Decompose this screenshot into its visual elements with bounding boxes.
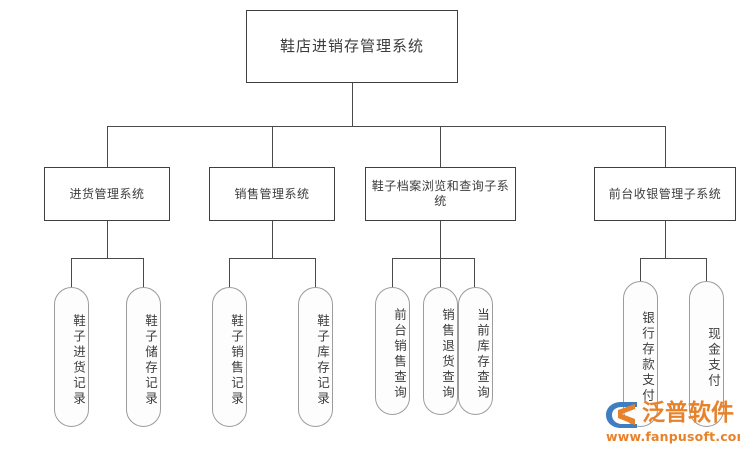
leaf-cash-payment[interactable]: 现金支付 (689, 281, 724, 427)
connector-drop-2 (272, 126, 273, 167)
connector-g1-drop-1 (71, 258, 72, 287)
connector-drop-1 (107, 126, 108, 167)
connector-root-stem (352, 83, 353, 126)
connector-g2-drop-1 (229, 258, 230, 287)
connector-g4-drop-2 (706, 258, 707, 281)
connector-g3-stem (440, 221, 441, 258)
connector-drop-4 (665, 126, 666, 167)
leaf-sales-return-query[interactable]: 销售退货查询 (423, 287, 458, 415)
connector-g3-drop-3 (474, 258, 475, 287)
leaf-front-desk-sales-query[interactable]: 前台销售查询 (375, 287, 410, 415)
connector-g4-stem (665, 221, 666, 258)
connector-g3-drop-1 (392, 258, 393, 287)
leaf-current-inventory-query[interactable]: 当前库存查询 (458, 287, 493, 415)
connector-g2-stem (272, 221, 273, 258)
level2-node-archive-query[interactable]: 鞋子档案浏览和查询子系统 (365, 167, 516, 221)
connector-g1-bus (71, 258, 143, 259)
leaf-shoe-inventory-record[interactable]: 鞋子库存记录 (298, 287, 333, 427)
connector-g2-bus (229, 258, 315, 259)
watermark-url: www.fanpusoft.com (606, 429, 740, 444)
leaf-shoe-purchase-record[interactable]: 鞋子进货记录 (54, 287, 89, 427)
leaf-shoe-sales-record[interactable]: 鞋子销售记录 (212, 287, 247, 427)
connector-g3-bus (392, 258, 474, 259)
connector-level2-bus (107, 126, 666, 127)
root-node[interactable]: 鞋店进销存管理系统 (246, 10, 458, 83)
level2-node-sales[interactable]: 销售管理系统 (209, 167, 335, 221)
connector-g1-drop-2 (143, 258, 144, 287)
connector-g4-bus (640, 258, 706, 259)
level2-node-cashier[interactable]: 前台收银管理子系统 (594, 167, 736, 221)
connector-g2-drop-2 (315, 258, 316, 287)
leaf-bank-deposit-payment[interactable]: 银行存款支付 (623, 281, 658, 427)
leaf-shoe-storage-record[interactable]: 鞋子储存记录 (126, 287, 161, 427)
connector-g3-drop-2 (440, 258, 441, 287)
connector-g1-stem (107, 221, 108, 258)
connector-g4-drop-1 (640, 258, 641, 281)
connector-drop-3 (440, 126, 441, 167)
level2-node-purchasing[interactable]: 进货管理系统 (44, 167, 170, 221)
